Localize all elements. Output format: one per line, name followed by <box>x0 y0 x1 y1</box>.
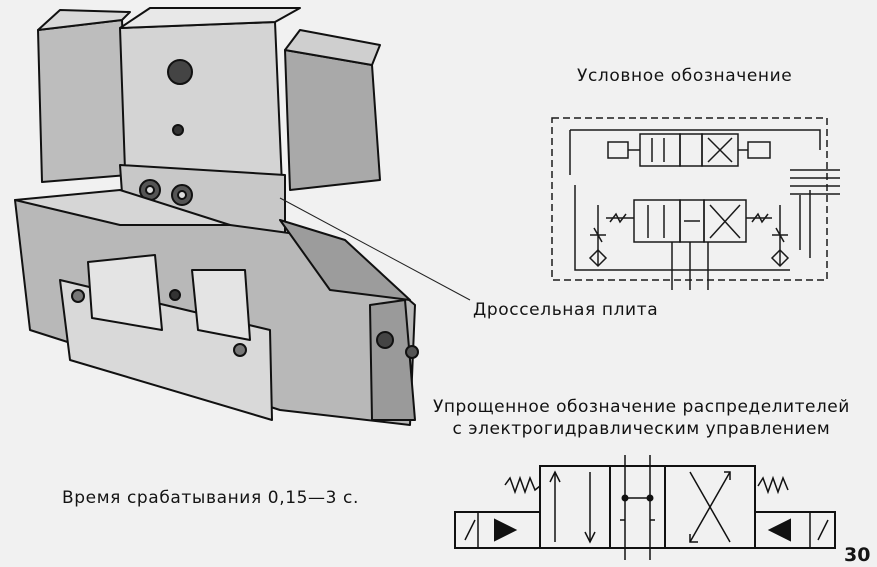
simplified-title-line-2: с электрогидравлическим управлением <box>452 419 831 439</box>
conventional-symbol <box>551 117 840 290</box>
simplified-symbol <box>454 455 836 560</box>
simplified-title-line-1: Упрощенное обозначение распределителей <box>433 397 850 417</box>
page-number: 30 <box>844 544 871 566</box>
symbol-title: Условное обозначение <box>577 66 793 86</box>
throttle-leader-line <box>279 197 471 301</box>
simplified-symbol-title: Упрощенное обозначение распределителей с… <box>433 396 850 440</box>
throttle-plate-label: Дроссельная плита <box>473 300 659 320</box>
response-time-caption: Время срабатывания 0,15—3 с. <box>62 488 360 508</box>
valve-photo <box>14 7 419 426</box>
